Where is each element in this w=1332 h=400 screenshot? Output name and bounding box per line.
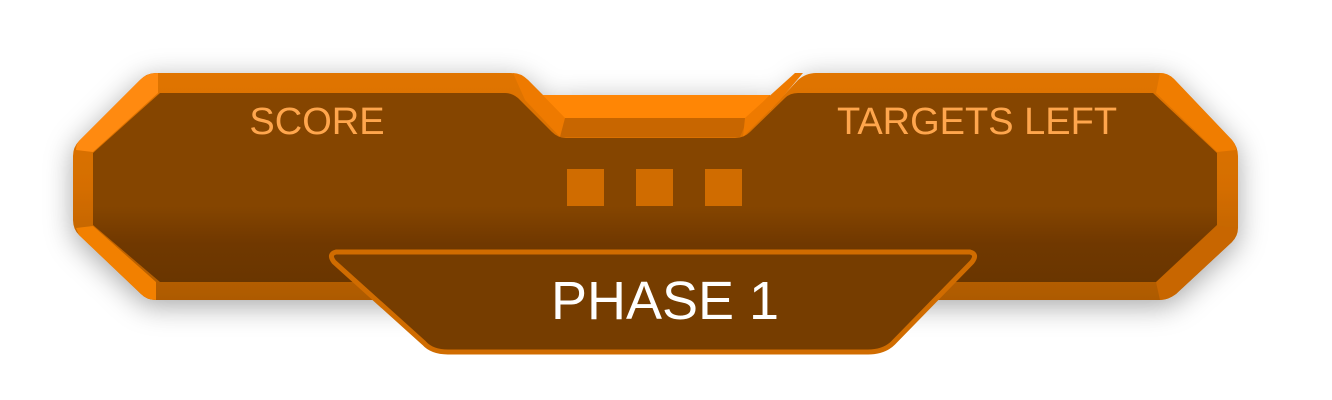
score-label: SCORE: [249, 101, 385, 143]
targets-left-label: TARGETS LEFT: [836, 101, 1118, 143]
frame-bevel-right: [1156, 73, 1236, 152]
frame-notch-left-bevel: [513, 73, 565, 137]
three-square-dots-icon: [567, 169, 742, 206]
frame-bevel-right-bottom: [1156, 226, 1236, 300]
frame-notch-face: [560, 118, 748, 137]
phase-plate: [328, 249, 978, 355]
frame-bevel-left-bottom: [76, 226, 156, 300]
frame-notch-right-bevel: [743, 73, 803, 137]
indicator-dot: [705, 169, 742, 206]
indicator-dot: [567, 169, 604, 206]
indicator-dot: [636, 169, 673, 206]
frame-bevel-left: [76, 73, 158, 152]
frame-notch-top: [540, 95, 770, 120]
phase-label: PHASE 1: [550, 271, 780, 331]
